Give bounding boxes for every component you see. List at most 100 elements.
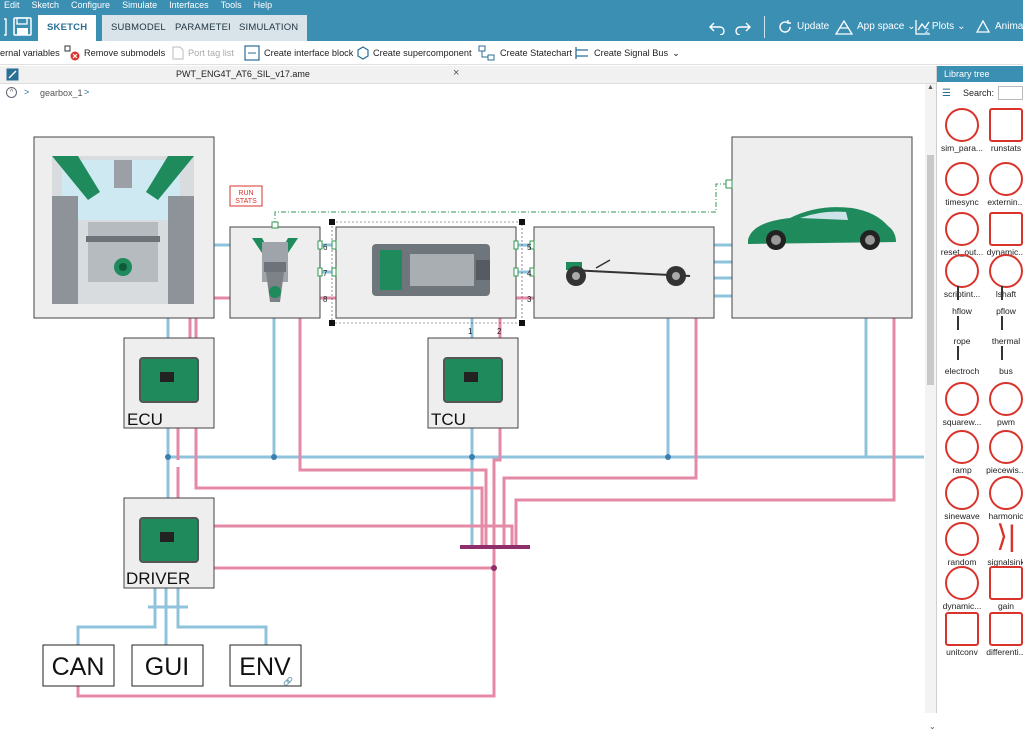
gearbox-block[interactable] <box>329 219 525 326</box>
library-item[interactable]: sinewave <box>940 476 984 521</box>
library-item[interactable]: piecewis... <box>984 430 1023 475</box>
update-button[interactable]: Update <box>776 16 829 38</box>
library-item[interactable]: sim_para... <box>940 108 984 153</box>
remove-submodels-button[interactable]: Remove submodels <box>64 45 165 61</box>
library-item[interactable]: rope <box>940 316 984 346</box>
canvas-vertical-scrollbar[interactable]: ▲ <box>925 84 936 713</box>
tree-view-icon[interactable]: ☰ <box>942 87 951 99</box>
library-item[interactable]: differenti... <box>984 612 1023 657</box>
library-item-label: squarew... <box>942 417 982 427</box>
create-supercomponent-button[interactable]: Create supercomponent <box>357 45 472 61</box>
env-label: ENV <box>239 653 291 681</box>
electroch-icon <box>957 346 967 360</box>
cylinder-block[interactable] <box>229 226 321 319</box>
library-scroll-down-arrow[interactable]: ⌄ <box>929 722 936 731</box>
unitconv-icon <box>945 612 979 646</box>
external-variables-button[interactable]: ernal variables <box>0 45 60 61</box>
port-number: 1 <box>468 327 473 336</box>
create-signal-bus-label: Create Signal Bus <box>594 48 669 58</box>
menu-edit[interactable]: Edit <box>4 0 20 10</box>
car-block[interactable] <box>731 136 913 319</box>
driver-block[interactable]: DRIVER <box>123 497 215 589</box>
library-item[interactable]: harmonic <box>984 476 1023 521</box>
can-block[interactable]: CAN <box>42 644 115 687</box>
library-item[interactable]: pflow <box>984 286 1023 316</box>
library-item[interactable]: externin... <box>984 162 1023 207</box>
gui-block[interactable]: GUI <box>131 644 204 687</box>
ecu-block[interactable]: ECU <box>123 337 215 429</box>
plots-icon <box>915 20 930 35</box>
search-input[interactable] <box>998 86 1023 100</box>
library-item[interactable]: lshaft <box>984 254 1023 299</box>
library-item-label: signalsink <box>987 557 1023 567</box>
sine-wave-icon <box>945 476 979 510</box>
library-item-label: thermal <box>991 336 1021 346</box>
port-number: 7 <box>323 269 328 278</box>
plots-count: 2 <box>925 28 929 35</box>
sketch-canvas[interactable]: RUN STATS <box>0 104 925 713</box>
library-item[interactable]: pwm <box>984 382 1023 427</box>
library-item[interactable]: scriptint... <box>940 254 984 299</box>
runstats-block[interactable]: RUN STATS <box>229 185 263 207</box>
undo-button[interactable] <box>708 16 726 38</box>
remove-submodels-icon <box>64 45 80 61</box>
library-item[interactable]: thermal <box>984 316 1023 346</box>
library-item[interactable]: timesync <box>940 162 984 207</box>
scroll-up-arrow[interactable]: ▲ <box>927 84 934 91</box>
library-item[interactable]: bus <box>984 346 1023 376</box>
up-level-icon[interactable]: ^ <box>6 87 17 98</box>
bus-icon <box>1001 346 1011 360</box>
library-item[interactable]: hflow <box>940 286 984 316</box>
env-block[interactable]: ENV 🔗 <box>229 644 302 687</box>
select-icon <box>989 212 1023 246</box>
signal-bus-bar[interactable] <box>460 545 530 549</box>
signal-sink-icon: ⟩| <box>996 520 1016 553</box>
can-label: CAN <box>52 653 105 681</box>
library-item[interactable]: gain <box>984 566 1023 611</box>
chassis-block[interactable] <box>533 226 715 319</box>
library-item[interactable]: dynamic... <box>984 212 1023 257</box>
animation-button[interactable]: Animati <box>974 16 1023 38</box>
menu-tools[interactable]: Tools <box>220 0 242 10</box>
plots-label: Plots <box>931 21 955 32</box>
menu-sketch[interactable]: Sketch <box>31 0 60 10</box>
create-statechart-button[interactable]: Create Statechart <box>478 45 572 61</box>
library-item[interactable]: reset_out... <box>940 212 984 257</box>
close-tab-icon[interactable]: × <box>453 67 460 79</box>
library-item[interactable]: random <box>940 522 984 567</box>
library-item-label: pflow <box>996 306 1016 316</box>
document-title[interactable]: PWT_ENG4T_AT6_SIL_v17.ame <box>176 69 310 79</box>
library-item[interactable]: ramp <box>940 430 984 475</box>
library-item-label: gain <box>997 601 1015 611</box>
breadcrumb-item[interactable]: gearbox_1 <box>40 88 83 98</box>
plots-button[interactable]: 2 Plots ⌄ <box>914 16 966 38</box>
port-tag-list-button[interactable]: Port tag list <box>172 45 234 61</box>
redo-button[interactable] <box>734 16 752 38</box>
dynamic-table-icon <box>945 566 979 600</box>
create-interface-block-button[interactable]: Create interface block <box>244 45 353 61</box>
driver-label: DRIVER <box>126 569 190 588</box>
menu-interfaces[interactable]: Interfaces <box>169 0 209 10</box>
library-item[interactable]: runstats <box>984 108 1023 153</box>
port-number: 8 <box>323 295 328 304</box>
rope-icon <box>957 316 967 330</box>
menu-help[interactable]: Help <box>253 0 273 10</box>
create-signal-bus-button[interactable]: Create Signal Bus ⌄ <box>574 45 680 61</box>
library-item[interactable]: dynamic... <box>940 566 984 611</box>
engine-block[interactable] <box>33 136 215 319</box>
tab-simulation[interactable]: SIMULATION <box>230 15 308 41</box>
menu-simulate[interactable]: Simulate <box>122 0 158 10</box>
app-space-button[interactable]: App space ⌄ <box>834 16 916 38</box>
library-item[interactable]: squarew... <box>940 382 984 427</box>
chevron-down-icon[interactable]: ⌄ <box>672 48 680 58</box>
save-icon[interactable] <box>4 16 34 38</box>
library-item[interactable]: electroch <box>940 346 984 376</box>
menu-configure[interactable]: Configure <box>71 0 111 10</box>
runstats-icon <box>989 108 1023 142</box>
library-item[interactable]: ⟩| signalsink <box>984 520 1023 568</box>
tab-sketch[interactable]: SKETCH <box>38 15 97 41</box>
tcu-block[interactable]: TCU <box>427 337 519 429</box>
tab-submodel[interactable]: SUBMODEL <box>102 15 175 41</box>
scroll-thumb[interactable] <box>927 155 934 385</box>
library-item[interactable]: unitconv <box>940 612 984 657</box>
